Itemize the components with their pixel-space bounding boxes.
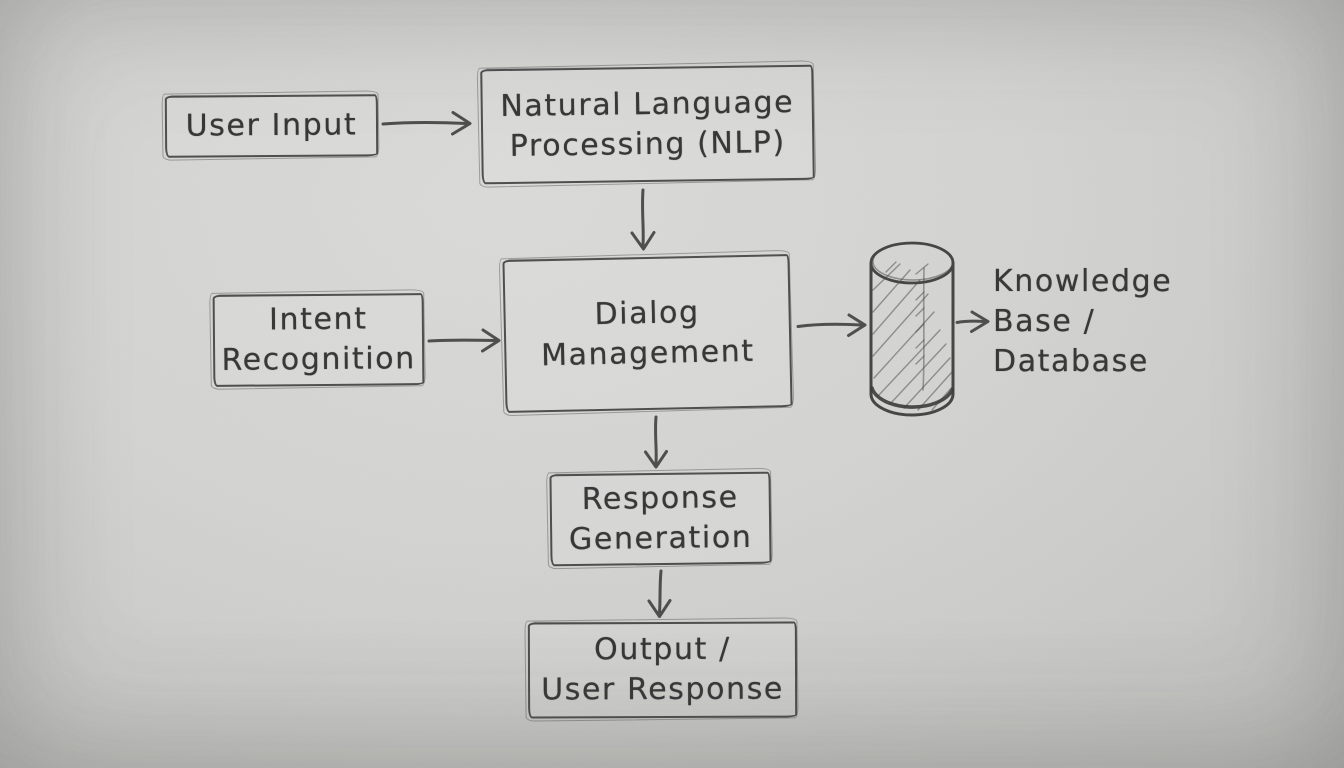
database-cylinder-icon — [869, 241, 955, 417]
arrow-user-input-to-nlp — [381, 111, 472, 136]
node-label: Output / — [594, 631, 731, 668]
node-label: Natural Language — [500, 84, 795, 124]
node-intent-recognition: Intent Recognition — [212, 293, 425, 387]
node-label: Response — [581, 480, 739, 517]
node-label: User Response — [541, 671, 785, 708]
arrow-dialog-to-response — [644, 415, 668, 469]
node-dialog-management: Dialog Management — [502, 254, 793, 413]
node-label: Management — [540, 333, 756, 373]
node-label: Dialog — [594, 294, 701, 332]
node-output-user-response: Output / User Response — [527, 621, 798, 719]
arrow-dialog-to-database — [796, 313, 867, 337]
label-line: Database — [993, 344, 1149, 379]
node-label: User Input — [185, 107, 358, 144]
node-label: Generation — [568, 519, 753, 558]
label-knowledge-base: Knowledge Base / Database — [993, 262, 1213, 382]
label-line: Knowledge — [993, 264, 1173, 299]
node-label: Processing (NLP) — [509, 124, 787, 164]
arrow-response-to-output — [647, 569, 672, 618]
arrow-database-to-knowledge — [955, 310, 990, 333]
node-response-generation: Response Generation — [549, 471, 772, 567]
node-user-input: User Input — [164, 94, 379, 158]
node-nlp: Natural Language Processing (NLP) — [480, 64, 815, 185]
arrow-intent-to-dialog — [427, 328, 501, 353]
arrow-nlp-to-dialog — [630, 188, 656, 251]
node-label: Intent — [268, 301, 368, 338]
node-label: Recognition — [221, 341, 416, 378]
label-line: Base / — [993, 304, 1096, 339]
